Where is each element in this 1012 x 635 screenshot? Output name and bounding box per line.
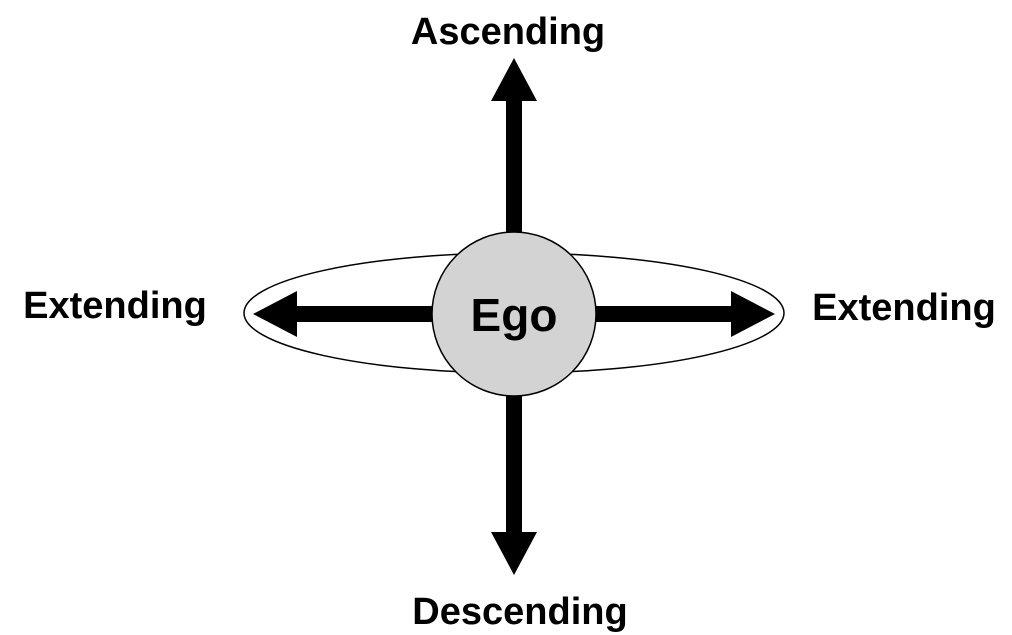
extending-left-arrow (253, 291, 440, 337)
extending-right-label: Extending (812, 287, 996, 329)
ego-label: Ego (471, 289, 558, 341)
ego-circle (431, 231, 597, 397)
extending-left-label: Extending (23, 285, 207, 327)
descending-arrow (491, 385, 537, 575)
ascending-arrow (491, 58, 537, 245)
descending-label: Descending (412, 591, 627, 633)
extending-right-arrow (588, 291, 775, 337)
ascending-label: Ascending (411, 11, 605, 53)
